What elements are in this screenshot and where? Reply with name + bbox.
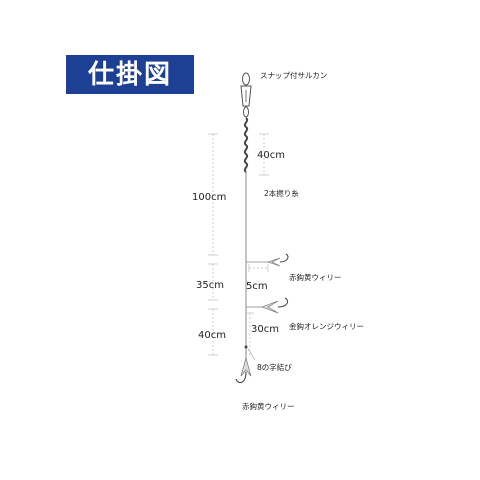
page-title: 仕掛図 [87,59,172,90]
twisted-line-icon [243,117,249,173]
title-banner: 仕掛図 [66,55,194,94]
bottom-hook-label: 赤鈎黄ウィリー [242,401,295,411]
branch-length-label: 5cm [246,281,268,292]
knot-leader [247,348,256,361]
branch-interval-label: 35cm [196,280,224,291]
knot-label: 8の字結び [257,362,292,372]
snap-swivel-icon [240,72,252,118]
twisted-length-label: 40cm [257,150,285,161]
upper-branch-icon [246,253,289,267]
left-dimension-lines [208,133,218,356]
twisted-line-label: 2本撚り糸 [264,188,299,198]
lower-branch-label: 30cm [251,324,279,335]
right-dimension-lines [246,133,269,355]
bottom-hook-icon [235,356,252,384]
snap-swivel-label: スナップ付サルカン [260,70,327,80]
upper-hook-label: 赤鈎黄ウィリー [289,272,342,282]
middle-hook-label: 金鈎オレンジウィリー [289,321,364,331]
lower-interval-label: 40cm [198,330,226,341]
middle-branch-icon [246,297,289,314]
knot-icon [244,345,248,349]
upper-length-label: 100cm [192,192,226,203]
